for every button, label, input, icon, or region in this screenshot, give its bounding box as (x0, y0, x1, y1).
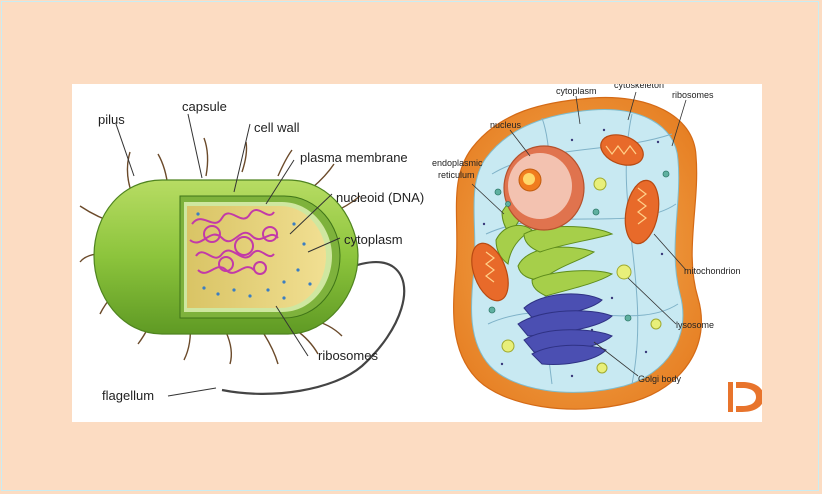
vesicles (488, 170, 670, 322)
label-cytoplasm: cytoplasm (344, 232, 403, 247)
mitochondrion-left (471, 242, 509, 302)
label-lysosome: lysosome (676, 320, 714, 330)
label-cell-wall: cell wall (254, 120, 300, 135)
ribosome-dots (196, 212, 312, 300)
cell-diagrams: pilus capsule cell wall plasma membrane … (79, 84, 762, 412)
golgi-body (517, 293, 613, 365)
label-golgi-body: Golgi body (638, 374, 682, 384)
publisher-logo (728, 382, 762, 412)
animal-leader-lines (471, 91, 687, 377)
label-cell-ribosomes: ribosomes (672, 90, 714, 100)
mitochondrion-right (624, 179, 660, 245)
label-er-line2: reticulum (438, 170, 475, 180)
label-flagellum: flagellum (102, 388, 154, 403)
bacterial-cell: pilus capsule cell wall plasma membrane … (79, 99, 424, 403)
label-plasma-membrane: plasma membrane (300, 150, 408, 165)
label-nucleus: nucleus (490, 120, 522, 130)
mitochondria (471, 134, 660, 302)
label-mitochondrion: mitochondrion (684, 266, 741, 276)
nucleoid-dna (189, 209, 279, 275)
bacterial-leader-lines (115, 113, 341, 397)
illustration-panel: pilus capsule cell wall plasma membrane … (72, 84, 762, 422)
label-ribosomes: ribosomes (318, 348, 378, 363)
label-capsule: capsule (182, 99, 227, 114)
nucleus (503, 145, 585, 231)
label-cell-cytoplasm: cytoplasm (556, 86, 597, 96)
mitochondria-cristae (485, 145, 647, 283)
label-pilus: pilus (98, 112, 125, 127)
animal-cell: cytoplasm cytoskeleton ribosomes nucleus… (432, 84, 762, 412)
lysosomes (501, 177, 662, 374)
label-cytoskeleton: cytoskeleton (614, 84, 664, 90)
label-nucleoid: nucleoid (DNA) (336, 190, 424, 205)
mitochondrion-top (600, 134, 644, 166)
cell-ribosome-dots (482, 128, 664, 378)
cytoplasm-region (187, 206, 326, 308)
label-er-line1: endoplasmic (432, 158, 483, 168)
